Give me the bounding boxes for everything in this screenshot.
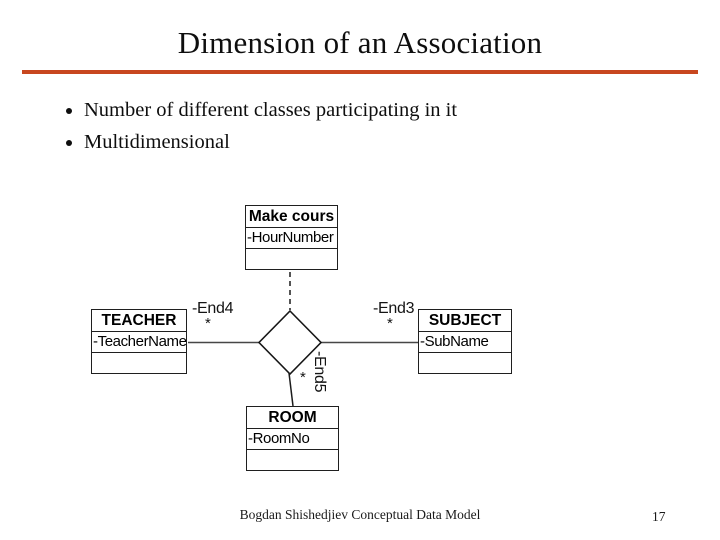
class-attribute: -SubName	[419, 332, 511, 353]
class-box-make-cours: Make cours -HourNumber	[245, 205, 338, 270]
class-attribute: -HourNumber	[246, 228, 337, 249]
class-operations-empty	[247, 450, 338, 470]
bullet-item: Multidimensional	[84, 126, 660, 158]
class-name: SUBJECT	[419, 310, 511, 332]
class-operations-empty	[92, 353, 186, 373]
association-end-label-end3: -End3	[373, 300, 415, 317]
connector-room	[288, 372, 294, 407]
class-box-teacher: TEACHER -TeacherName	[91, 309, 187, 374]
bullet-list: Number of different classes participatin…	[0, 94, 660, 158]
association-end-label-end5: -End5	[311, 351, 328, 393]
association-diamond	[257, 309, 323, 376]
footer-attribution: Bogdan Shishedjiev Conceptual Data Model	[239, 507, 481, 522]
class-operations-empty	[246, 249, 337, 269]
bullet-item: Number of different classes participatin…	[84, 94, 660, 126]
title-divider-rule	[22, 70, 698, 74]
class-name: ROOM	[247, 407, 338, 429]
association-end-label-end4: -End4	[192, 300, 234, 317]
page-number: 17	[652, 509, 666, 524]
class-attribute: -TeacherName	[92, 332, 186, 353]
slide-title: Dimension of an Association	[177, 25, 543, 60]
class-operations-empty	[419, 353, 511, 373]
multiplicity-end3: *	[387, 315, 393, 332]
class-box-room: ROOM -RoomNo	[246, 406, 339, 471]
class-box-subject: SUBJECT -SubName	[418, 309, 512, 374]
class-name: Make cours	[246, 206, 337, 228]
multiplicity-end5: *	[300, 369, 306, 386]
class-attribute: -RoomNo	[247, 429, 338, 450]
class-name: TEACHER	[92, 310, 186, 332]
multiplicity-end4: *	[205, 315, 211, 332]
